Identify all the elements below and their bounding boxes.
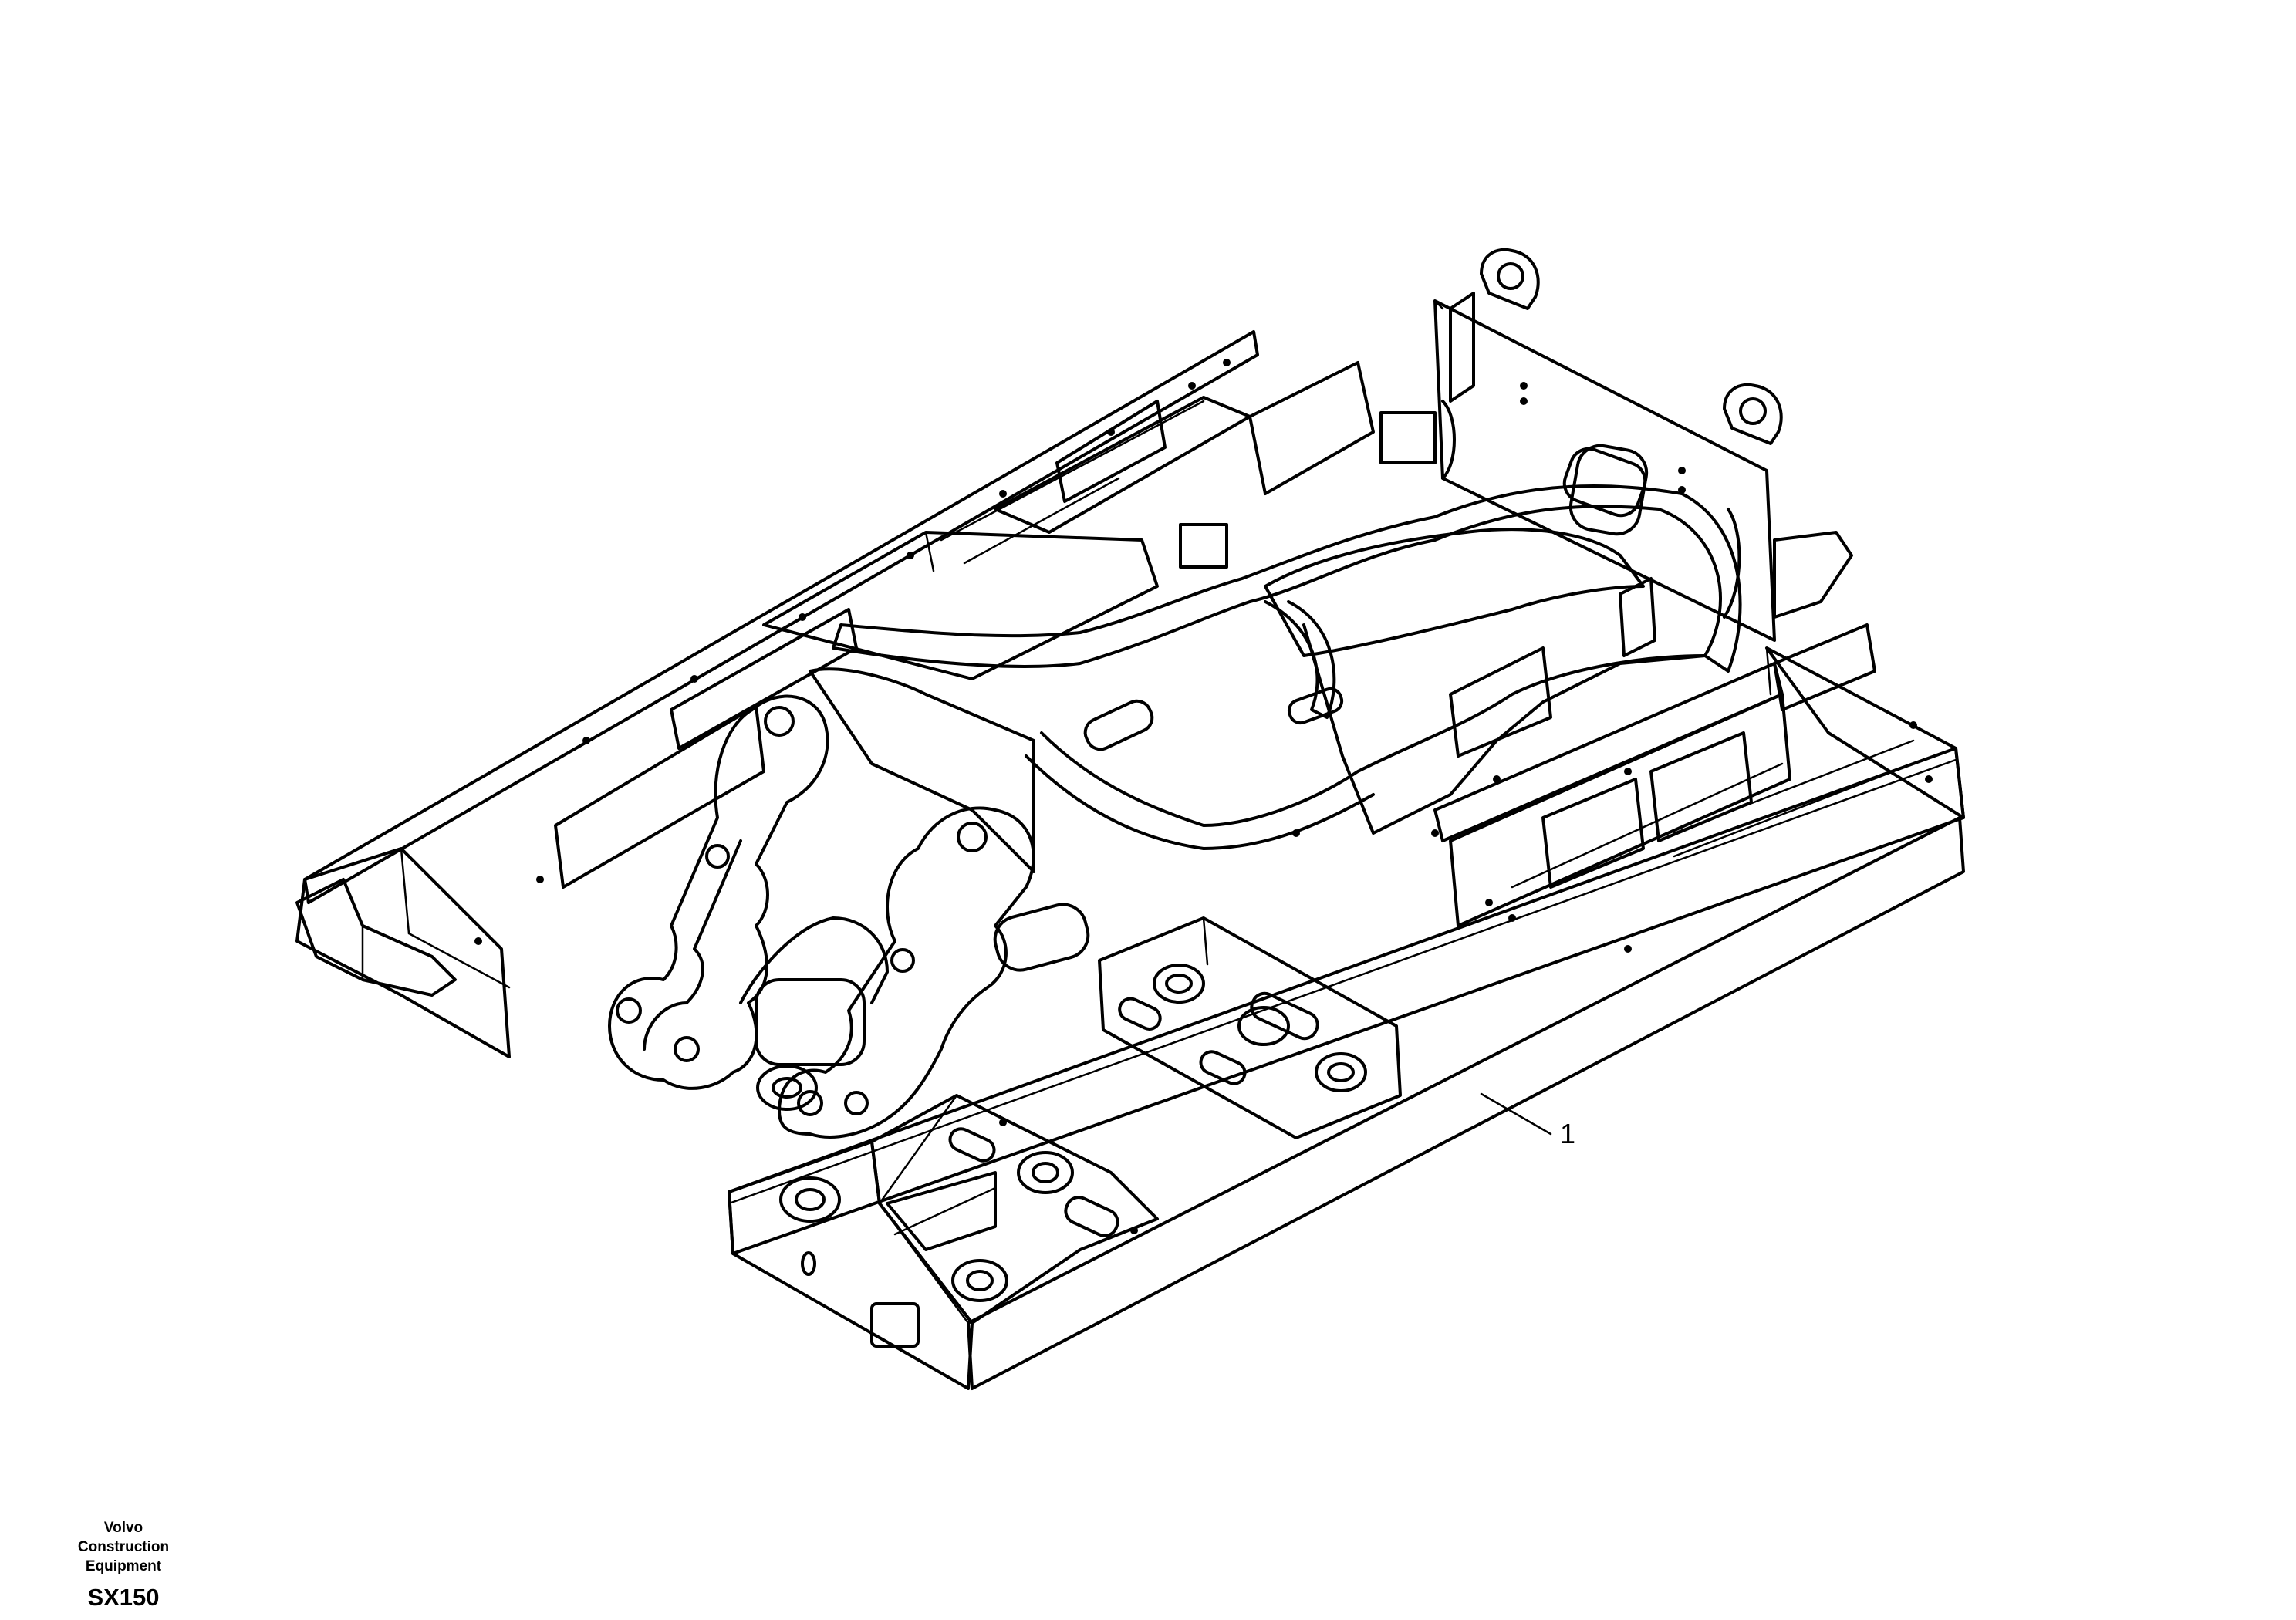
company-name: Volvo Construction Equipment bbox=[77, 1520, 170, 1574]
callout-label: 1 bbox=[1560, 1118, 1575, 1149]
boom-foot-brackets bbox=[608, 667, 1090, 1139]
center-mount-frame bbox=[832, 444, 1742, 850]
model-code: SX150 bbox=[87, 1584, 160, 1611]
rear-counterweight-wall bbox=[1433, 248, 1853, 642]
callout-1: 1 bbox=[1480, 1092, 1575, 1149]
bolt-holes bbox=[474, 359, 1933, 1234]
interior-members-right bbox=[1433, 577, 1915, 927]
interior-members-left bbox=[554, 361, 1437, 889]
front-cross-box bbox=[1098, 916, 1402, 1139]
title-block: Volvo Construction Equipment SX150 bbox=[31, 1518, 216, 1612]
front-end-box bbox=[779, 1094, 1159, 1348]
